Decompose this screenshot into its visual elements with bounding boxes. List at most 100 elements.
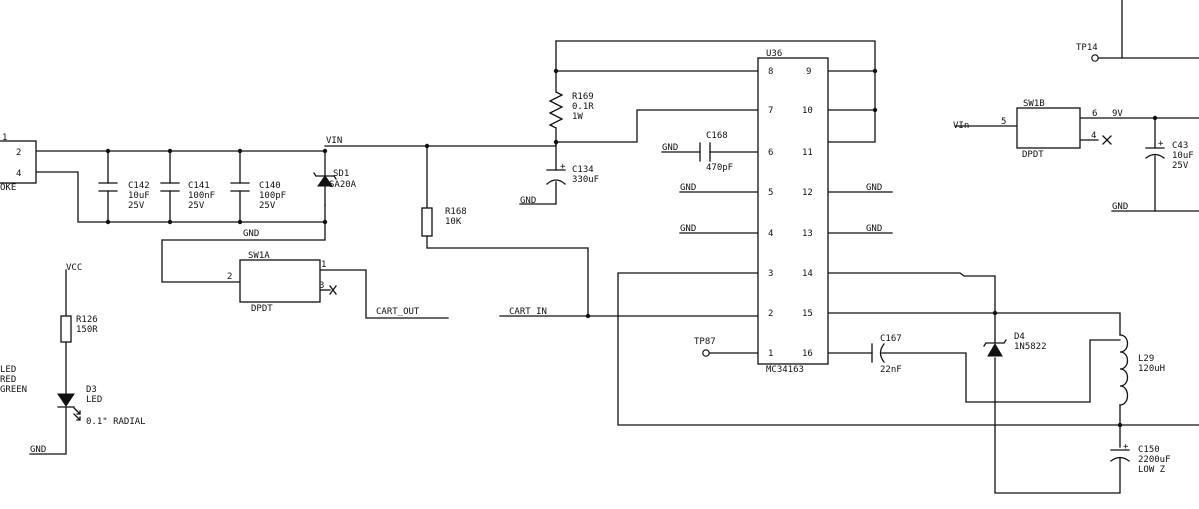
sw1a-pin-2: 2 [227,272,232,282]
capacitor-c43: + C43 10uF 25V [1145,139,1194,171]
ic-pin-7: 7 [768,106,773,116]
svg-text:LED: LED [0,365,16,375]
net-label-gnd-sw1a: GND [243,229,259,239]
ic-pin-4: 4 [768,229,773,239]
junctions [105,68,1158,428]
svg-text:10K: 10K [445,217,462,227]
switch-sw1a: GND SW1A DPDT 1 2 3 [227,229,337,314]
svg-text:LOW Z: LOW Z [1138,465,1166,475]
ic-pin-15: 15 [802,309,813,319]
testpoint-tp87: TP87 [694,337,716,357]
net-label-vin: VIN [326,136,342,146]
svg-text:GREEN: GREEN [0,385,27,395]
connector-label: OKE [0,183,16,193]
svg-text:2200uF: 2200uF [1138,455,1171,465]
testpoint-tp14: TP14 [1076,43,1099,62]
svg-text:150R: 150R [76,325,98,335]
ic-pin-12: 12 [802,188,813,198]
svg-text:470pF: 470pF [706,163,733,173]
svg-text:C168: C168 [706,131,728,141]
svg-text:0.1R: 0.1R [572,102,594,112]
capacitor-c140: C140 100pF 25V [230,181,286,211]
power-connector: 1 2 4 OKE [0,133,37,193]
net-label-cart-in: CART_IN [509,307,547,317]
net-label-gnd-pin4: GND [680,224,696,234]
svg-text:D3: D3 [86,385,97,395]
svg-text:+: + [1158,139,1164,149]
svg-text:25V: 25V [259,201,276,211]
tvs-diode-sd1: SD1 SA20A [313,169,357,190]
ic-pin-10: 10 [802,106,813,116]
ic-pin-6: 6 [768,148,773,158]
svg-text:SW1B: SW1B [1023,99,1045,109]
svg-text:SD1: SD1 [333,169,349,179]
net-label-gnd-pin12: GND [866,183,882,193]
svg-text:0.1" RADIAL: 0.1" RADIAL [86,417,146,427]
svg-text:10uF: 10uF [128,191,150,201]
net-label-gnd-led: GND [30,445,46,455]
svg-text:330uF: 330uF [572,175,599,185]
net-label-gnd-c168: GND [662,143,678,153]
sw1a-pin-1: 1 [321,260,326,270]
net-label-cart-out: CART_OUT [376,307,420,317]
resistor-r168: R168 10K [421,207,467,237]
svg-text:LED: LED [86,395,102,405]
svg-text:L29: L29 [1138,354,1154,364]
svg-text:+: + [1123,442,1129,452]
led-legend: LED RED GREEN [0,365,27,395]
capacitor-c142: C142 10uF 25V [98,181,150,211]
svg-text:10uF: 10uF [1172,151,1194,161]
svg-text:C150: C150 [1138,445,1160,455]
sw1b-pin-6: 6 [1092,109,1097,119]
connector-pin-4: 4 [16,169,21,179]
led-d3: D3 LED 0.1" RADIAL [57,385,146,427]
resistor-r126: R126 150R [60,315,98,343]
capacitor-c168: C168 470pF [699,131,733,173]
svg-text:120uH: 120uH [1138,364,1165,374]
sw1b-pin-4: 4 [1091,131,1096,141]
svg-text:C134: C134 [572,165,594,175]
net-label-gnd-c43: GND [1112,202,1128,212]
schottky-diode-d4: D4 1N5822 [983,332,1047,357]
inductor-l29: L29 120uH [1119,334,1165,406]
svg-text:RED: RED [0,375,16,385]
svg-text:R169: R169 [572,92,594,102]
net-label-gnd-c134: GND [520,196,536,206]
net-label-gnd-pin13: GND [866,224,882,234]
svg-text:SA20A: SA20A [329,180,357,190]
svg-text:25V: 25V [188,201,205,211]
ic-pin-16: 16 [802,349,813,359]
svg-text:TP14: TP14 [1076,43,1098,53]
connector-pin-2: 2 [16,148,21,158]
net-label-vcc: VCC [66,263,82,273]
ic-pin-14: 14 [802,269,813,279]
sw1a-pin-3: 3 [319,281,324,291]
capacitor-c167: C167 22nF [871,334,902,375]
no-connect-icon [1102,135,1112,145]
net-label-9v: 9V [1112,109,1123,119]
svg-text:R168: R168 [445,207,467,217]
switch-sw1b: SW1B DPDT 5 6 4 [1001,99,1112,160]
no-connect-icon [329,285,337,295]
ic-pin-2: 2 [768,309,773,319]
svg-text:25V: 25V [128,201,145,211]
resistor-r169: R169 0.1R 1W [548,91,594,129]
ic-pin-3: 3 [768,269,773,279]
net-label-vin-right: VIn [953,121,969,131]
sw1b-pin-5: 5 [1001,117,1006,127]
ic-part: MC34163 [766,365,804,375]
svg-text:1N5822: 1N5822 [1014,342,1047,352]
ic-pin-1: 1 [768,349,773,359]
svg-text:DPDT: DPDT [251,304,273,314]
testpoint-icon [702,349,710,357]
ic-pin-8: 8 [768,67,773,77]
svg-text:C141: C141 [188,181,210,191]
svg-text:C140: C140 [259,181,281,191]
ic-pin-5: 5 [768,188,773,198]
ic-ref: U36 [766,49,782,59]
svg-text:1W: 1W [572,112,583,122]
svg-text:+: + [560,162,566,172]
svg-text:100nF: 100nF [188,191,215,201]
ic-pin-13: 13 [802,229,813,239]
